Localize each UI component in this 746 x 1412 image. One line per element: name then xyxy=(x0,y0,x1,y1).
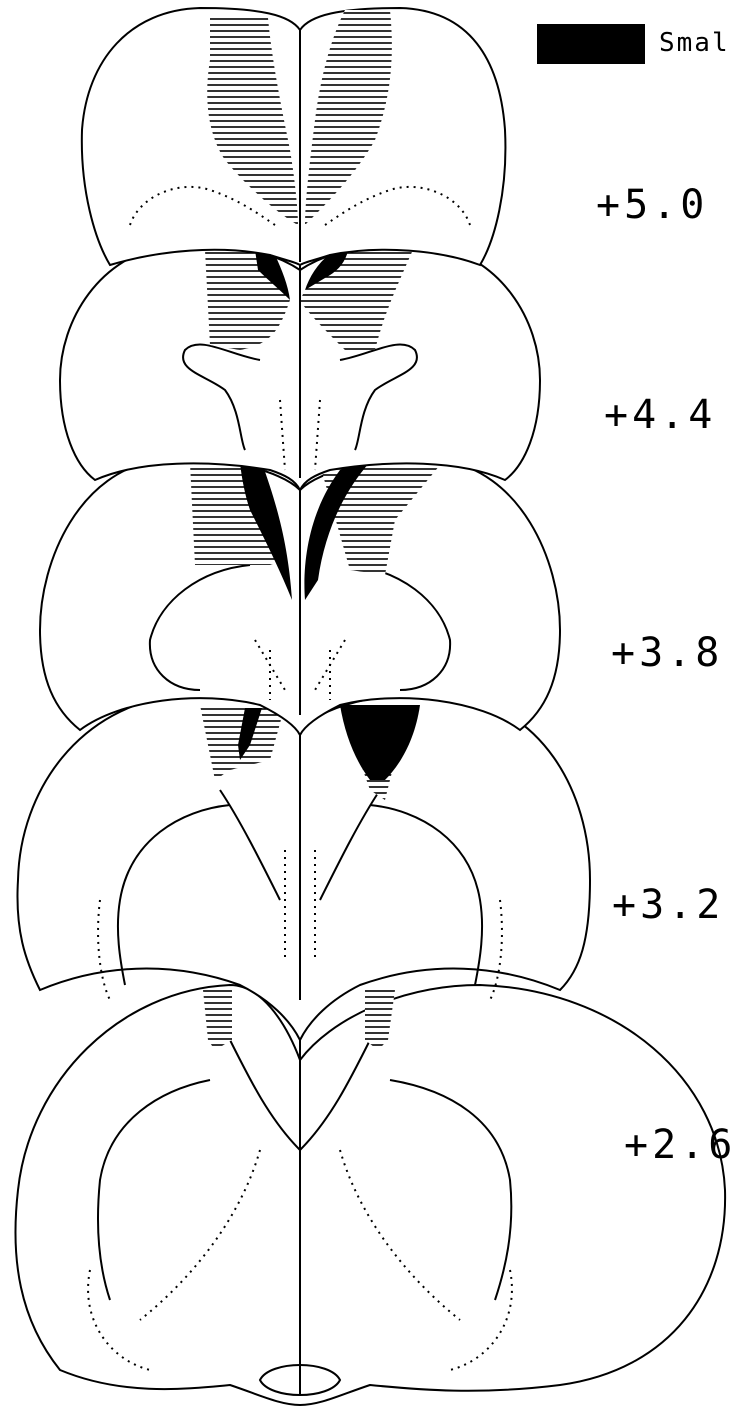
section-3-8 xyxy=(40,459,560,735)
section-5-0-outline xyxy=(82,8,506,265)
legend-label: Smal xyxy=(659,28,730,58)
level-label-5-0: +5.0 xyxy=(596,182,708,228)
level-label-3-8: +3.8 xyxy=(611,630,723,676)
section-4-4 xyxy=(60,240,540,490)
section-5-0 xyxy=(82,8,506,265)
level-label-2-6: +2.6 xyxy=(624,1122,736,1168)
legend-swatch xyxy=(537,24,645,64)
section-2-6 xyxy=(15,985,725,1405)
section-2-6-outline xyxy=(15,985,725,1405)
level-label-4-4: +4.4 xyxy=(604,392,716,438)
level-label-3-2: +3.2 xyxy=(612,882,724,928)
